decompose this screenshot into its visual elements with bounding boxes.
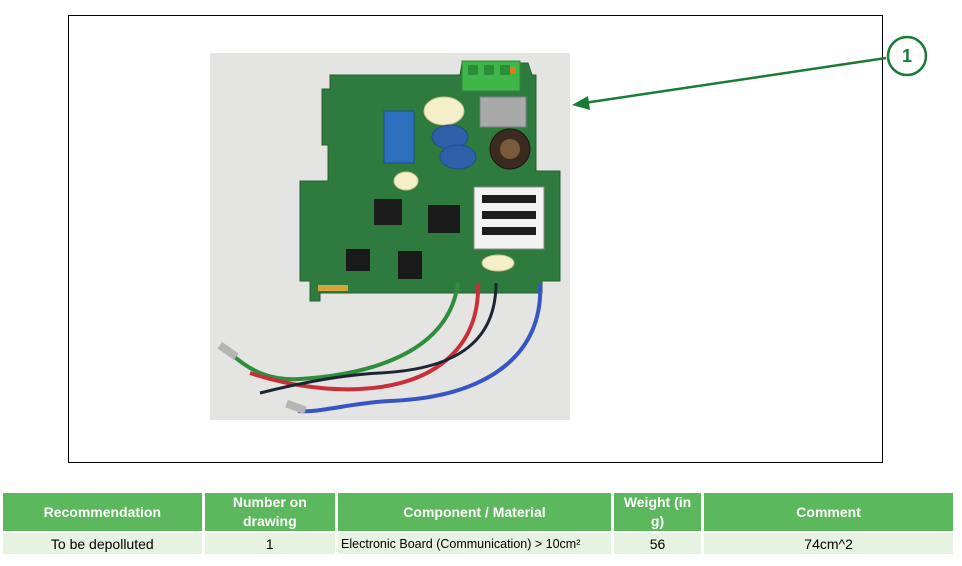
header-comment: Comment — [704, 493, 953, 531]
cell-component: Electronic Board (Communication) > 10cm² — [338, 533, 611, 554]
callout-circle — [886, 35, 928, 77]
header-weight: Weight (in g) — [613, 493, 702, 531]
cell-weight: 56 — [613, 533, 702, 554]
header-component-material: Component / Material — [338, 493, 611, 531]
cell-comment: 74cm^2 — [704, 533, 953, 554]
bom-table: Recommendation Number on drawing Compone… — [0, 491, 956, 556]
table-header-row: Recommendation Number on drawing Compone… — [3, 493, 953, 531]
cell-recommendation: To be depolluted — [3, 533, 202, 554]
callout-number: 1 — [901, 46, 912, 66]
drawing-frame — [68, 15, 883, 463]
header-recommendation: Recommendation — [3, 493, 202, 531]
header-number-on-drawing: Number on drawing — [204, 493, 336, 531]
cell-number: 1 — [204, 533, 336, 554]
table-row: To be depolluted 1 Electronic Board (Com… — [3, 533, 953, 554]
pcb-photo — [210, 53, 570, 420]
